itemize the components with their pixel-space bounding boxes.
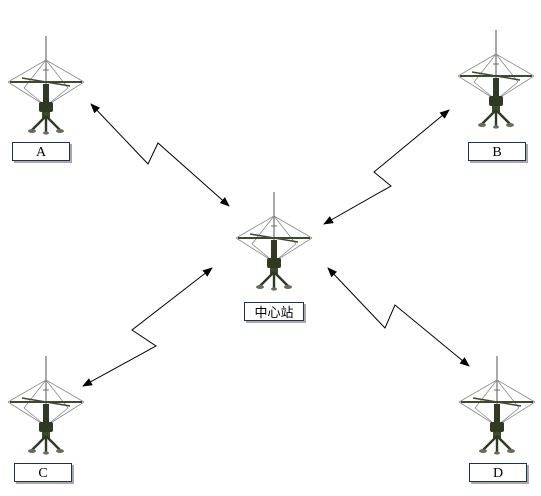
link-center-a [90,103,230,207]
station-c-antenna-icon [6,354,86,456]
center-station-antenna-icon [234,190,314,292]
link-center-b [323,109,450,225]
station-c-label: C [14,463,72,482]
station-a-antenna-icon [6,34,86,136]
station-d-label: D [469,463,527,482]
station-b-antenna-icon [456,28,536,130]
station-d-antenna-icon [457,354,537,456]
link-center-c [82,267,213,387]
center-station-label: 中心站 [244,302,304,321]
link-center-d [327,267,470,367]
station-a-label: A [12,142,70,161]
station-b-label: B [468,142,526,161]
